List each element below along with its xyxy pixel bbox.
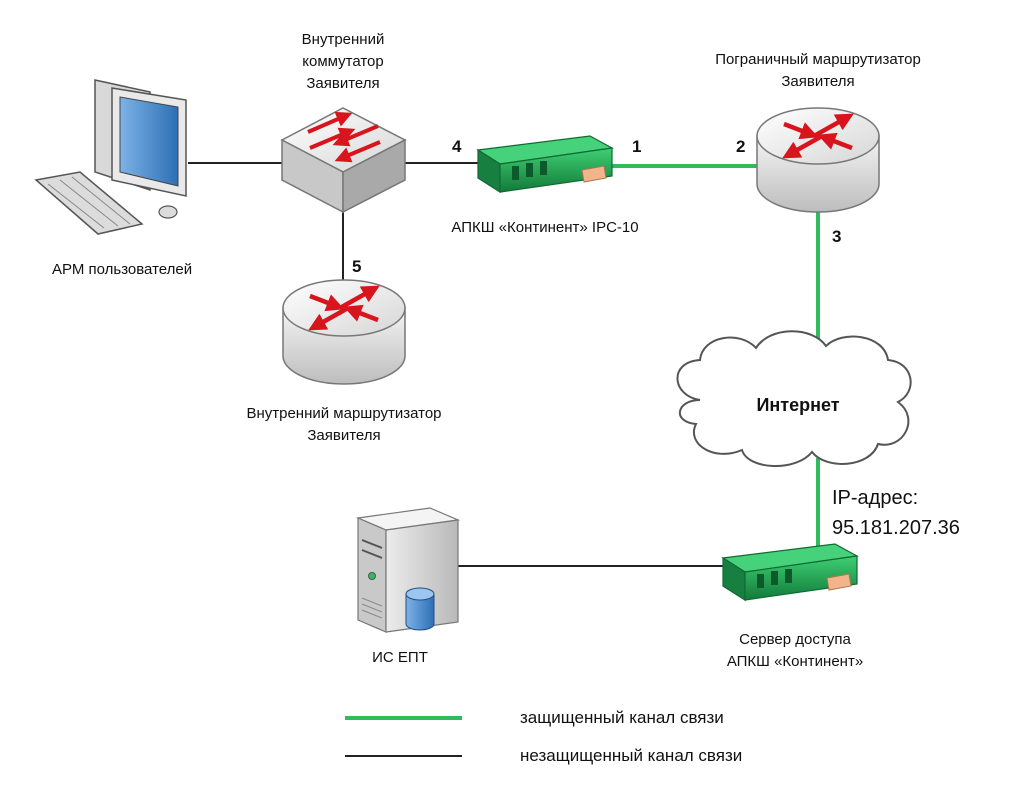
links xyxy=(188,162,820,567)
is-ept-node: ИС ЕПТ xyxy=(355,507,461,666)
port-labels: 4 1 2 3 5 xyxy=(352,137,841,276)
access-server-label-line-1: Сервер доступа xyxy=(739,631,851,648)
security-appliance-icon xyxy=(476,135,614,194)
switch-label-line-1: Внутренний xyxy=(302,31,385,48)
cloud-icon xyxy=(676,330,912,467)
port-label-5: 5 xyxy=(352,257,361,276)
border-router-node: Пограничный маршрутизатор Заявителя xyxy=(715,51,921,213)
legend-secure-label: защищенный канал связи xyxy=(520,708,724,727)
port-label-2: 2 xyxy=(736,137,745,156)
router-icon xyxy=(282,279,406,385)
server-database-icon xyxy=(355,507,461,633)
access-server-label-line-2: АПКШ «Континент» xyxy=(727,653,863,670)
internal-router-label-line-2: Заявителя xyxy=(307,427,380,444)
router-icon xyxy=(756,107,880,213)
workstation-node: АРМ пользователей xyxy=(34,79,192,278)
border-router-label-line-1: Пограничный маршрутизатор xyxy=(715,51,921,68)
switch-label-line-2: коммутатор xyxy=(302,53,383,70)
border-router-label-line-2: Заявителя xyxy=(781,73,854,90)
access-server-node: Сервер доступа АПКШ «Континент» xyxy=(721,543,863,670)
switch-label-line-3: Заявителя xyxy=(306,75,379,92)
continent-ipc10-node: АПКШ «Континент» IPC-10 xyxy=(451,135,639,236)
ipc10-label: АПКШ «Континент» IPC-10 xyxy=(451,219,638,236)
workstation-label: АРМ пользователей xyxy=(52,261,192,278)
port-label-3: 3 xyxy=(832,227,841,246)
internal-switch-node: Внутренний коммутатор Заявителя xyxy=(280,31,407,214)
ip-label-line-1: IP-адрес: xyxy=(832,487,918,509)
internet-label: Интернет xyxy=(756,395,839,415)
ip-label-line-2: 95.181.207.36 xyxy=(832,517,960,539)
switch-icon xyxy=(280,107,407,214)
internet-node: Интернет xyxy=(676,330,912,467)
internal-router-label-line-1: Внутренний маршрутизатор xyxy=(246,405,441,422)
ip-address: IP-адрес: 95.181.207.36 xyxy=(832,487,960,539)
internal-router-node: Внутренний маршрутизатор Заявителя xyxy=(246,279,442,444)
workstation-icon xyxy=(34,79,187,235)
security-appliance-icon xyxy=(721,543,859,602)
legend-insecure-label: незащищенный канал связи xyxy=(520,746,742,765)
port-label-4: 4 xyxy=(452,137,462,156)
legend: защищенный канал связи незащищенный кана… xyxy=(345,708,742,765)
is-ept-label: ИС ЕПТ xyxy=(372,649,428,666)
port-label-1: 1 xyxy=(632,137,641,156)
